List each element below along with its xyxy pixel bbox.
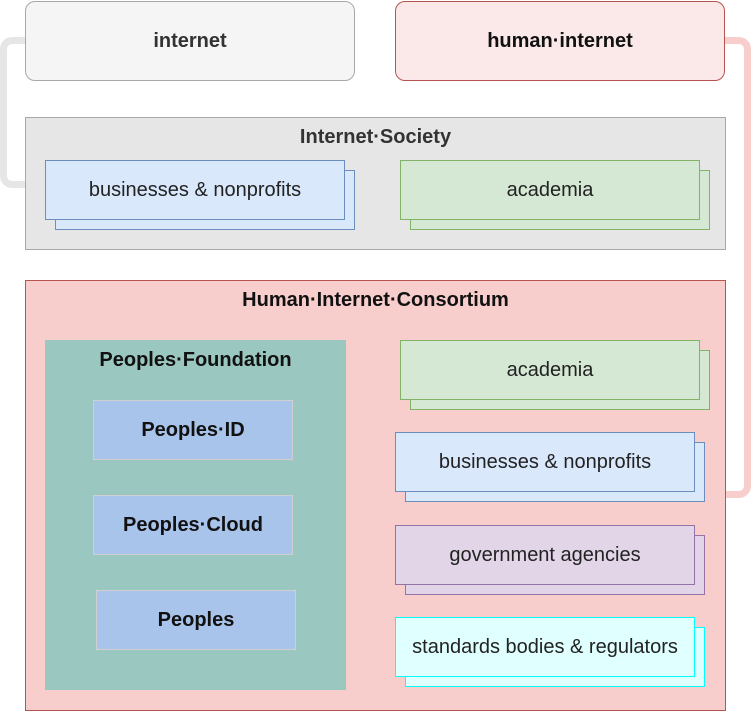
node-human-internet[interactable]: human·internet bbox=[395, 1, 725, 81]
node-internet[interactable]: internet bbox=[25, 1, 355, 81]
connector-internet-to-society bbox=[0, 37, 30, 188]
group-peoples-foundation-title: Peoples·Foundation bbox=[99, 348, 292, 371]
consortium-businesses-card[interactable]: businesses & nonprofits bbox=[395, 432, 695, 492]
peoples-cloud-box[interactable]: Peoples·Cloud bbox=[93, 495, 293, 555]
society-academia-card[interactable]: academia bbox=[400, 160, 700, 220]
group-internet-society-title: Internet·Society bbox=[299, 125, 452, 148]
group-consortium-title: Human·Internet·Consortium bbox=[242, 288, 509, 311]
peoples-id-box[interactable]: Peoples·ID bbox=[93, 400, 293, 460]
consortium-academia-card[interactable]: academia bbox=[400, 340, 700, 400]
connector-human-internet-to-consortium bbox=[722, 37, 751, 498]
peoples-box[interactable]: Peoples bbox=[96, 590, 296, 650]
society-businesses-card[interactable]: businesses & nonprofits bbox=[45, 160, 345, 220]
consortium-standards-card[interactable]: standards bodies & regulators bbox=[395, 617, 695, 677]
consortium-government-card[interactable]: government agencies bbox=[395, 525, 695, 585]
